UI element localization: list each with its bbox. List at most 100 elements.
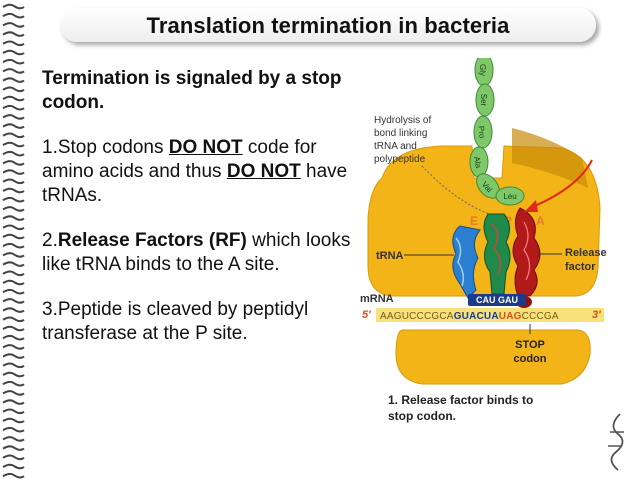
binding-coil [2,196,25,203]
point-1-emphasis-2: DO NOT [226,161,301,182]
point-1-middle: code for amino acids and thus [42,137,317,182]
binding-coil [2,178,25,185]
peptide-label: Ser [479,94,488,107]
hydrolysis-line: bond linking [374,128,427,139]
release-factor-label: Release [565,247,607,259]
release-arrow [529,159,593,209]
mrna-strand [376,308,604,322]
intro-text: Termination is signaled by a stop codon. [42,68,342,113]
peptide-residue [495,186,525,206]
mrna-seg-stop-codon: UAG [499,311,522,322]
trna-e-site-highlight [455,237,465,287]
binding-coil [2,150,25,157]
binding-coil [2,399,25,405]
figure-caption: stop codon. [388,409,456,423]
hydrolysis-line: Hydrolysis of [374,115,431,126]
binding-coil [2,298,25,304]
binding-coil [2,390,25,396]
trna-p-site-highlight [491,223,501,275]
point-1-emphasis-1: DO NOT [168,137,243,158]
binding-coil [2,463,25,470]
release-arrowhead [524,200,538,212]
binding-coil [2,187,25,194]
binding-coil [2,169,25,175]
binding-coil [2,77,25,83]
binding-coil [2,362,25,369]
binding-coil [2,371,25,378]
mrna-sequence: AAGUCCCGCAGUACUAUAGCCCGA [380,311,559,322]
mrna-seg-upstream: AAGUCCCGCA [380,311,454,322]
binding-coil [2,325,25,332]
binding-coil [2,279,25,286]
release-factor-label: factor [565,261,596,273]
spiral-binding [2,3,25,479]
point-3: 3.Peptide is cleaved by peptidyl transfe… [42,299,309,344]
peptide-label: Leu [503,192,516,201]
hydrolysis-label: Hydrolysis of bond linking tRNA and poly… [374,115,431,165]
hydrolysis-line: tRNA and [374,141,417,152]
stop-codon-label: codon [514,353,547,365]
three-prime-label: 3' [592,309,601,321]
binding-coil [2,252,25,258]
binding-coil [2,270,25,277]
mrna-seg-p-codon: CUA [477,311,499,322]
trna-label: tRNA [376,250,404,262]
binding-coil [2,104,25,111]
binding-coil [2,49,25,56]
stop-codon-label: STOP [515,339,545,351]
binding-coil [2,242,25,249]
binding-coil [2,95,25,102]
corner-ornament [608,413,624,471]
binding-coil [2,68,25,74]
point-2-prefix: 2. [42,230,58,251]
release-factor-highlight [523,221,531,281]
binding-coil [2,3,25,10]
binding-coil [2,445,25,451]
large-subunit [367,145,601,297]
binding-coil [2,123,25,129]
binding-coil [2,307,25,313]
binding-coil [2,160,25,166]
binding-coil [2,380,25,387]
binding-coil [2,114,25,120]
five-prime-label: 5' [362,309,371,321]
binding-coil [2,22,25,28]
binding-coil [2,58,25,65]
binding-coil [2,141,25,148]
site-e-label: E [470,214,478,228]
binding-coil [2,261,25,267]
point-2-emphasis: Release Factors (RF) [57,230,247,251]
peptide-chain: Gly Ser Pro Ala Val Leu [469,58,525,206]
binding-coil [2,436,25,442]
title-banner: Translation termination in bacteria [60,8,596,42]
bullet-text: Termination is signaled by a stop codon.… [42,67,354,367]
slide-title: Translation termination in bacteria [146,13,510,38]
binding-coil [2,472,25,479]
peptide-label: Pro [476,126,486,140]
binding-coil [2,344,25,350]
figure-caption: 1. Release factor binds to [388,393,533,407]
binding-coil [2,233,25,240]
binding-coil [2,40,25,47]
binding-coil [2,132,25,139]
mrna-label: mRNA [360,293,394,305]
small-subunit [395,329,591,385]
binding-coil [2,12,25,19]
binding-coils [2,3,25,479]
binding-coil [2,408,25,415]
binding-coil [2,215,25,221]
binding-coil [2,31,25,37]
binding-coil [2,316,25,323]
binding-coil [2,454,25,461]
peptide-label: Gly [478,64,487,76]
site-a-label: A [536,214,545,228]
mrna-seg-downstream: CCCGA [522,311,559,322]
binding-coil [2,86,25,93]
ribosome-figure: Gly Ser Pro Ala Val Leu Hydrolysis of bo… [352,58,614,438]
point-1-prefix: 1.Stop codons [42,137,169,158]
binding-coil [2,417,25,424]
binding-coil [2,206,25,212]
peptide-label: Ala [472,156,483,169]
point-2: 2.Release Factors (RF) which looks like … [42,229,354,277]
binding-coil [2,288,25,295]
